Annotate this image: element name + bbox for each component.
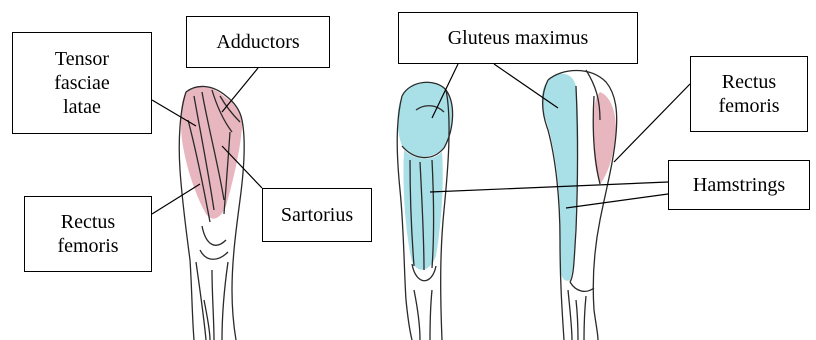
label-hamstrings: Hamstrings [668,160,810,210]
leader-rectus-femoris-left [152,184,200,214]
label-rectus-femoris-left: Rectus femoris [24,196,152,272]
label-sartorius: Sartorius [262,188,372,242]
side-leg-drawing [542,70,617,340]
back-leg-drawing [397,82,452,340]
leader-rectus-femoris-right [614,84,690,162]
front-leg-drawing [179,86,244,340]
leader-hamstrings-right [566,194,668,208]
label-tensor-fasciae-latae: Tensor fasciae latae [12,32,152,134]
leader-adductors [222,68,258,112]
label-rectus-femoris-right: Rectus femoris [690,56,808,132]
label-gluteus-maximus: Gluteus maximus [398,12,638,64]
leader-hamstrings-mid [430,182,668,192]
quadriceps-shading [181,86,243,218]
label-adductors: Adductors [186,16,330,68]
